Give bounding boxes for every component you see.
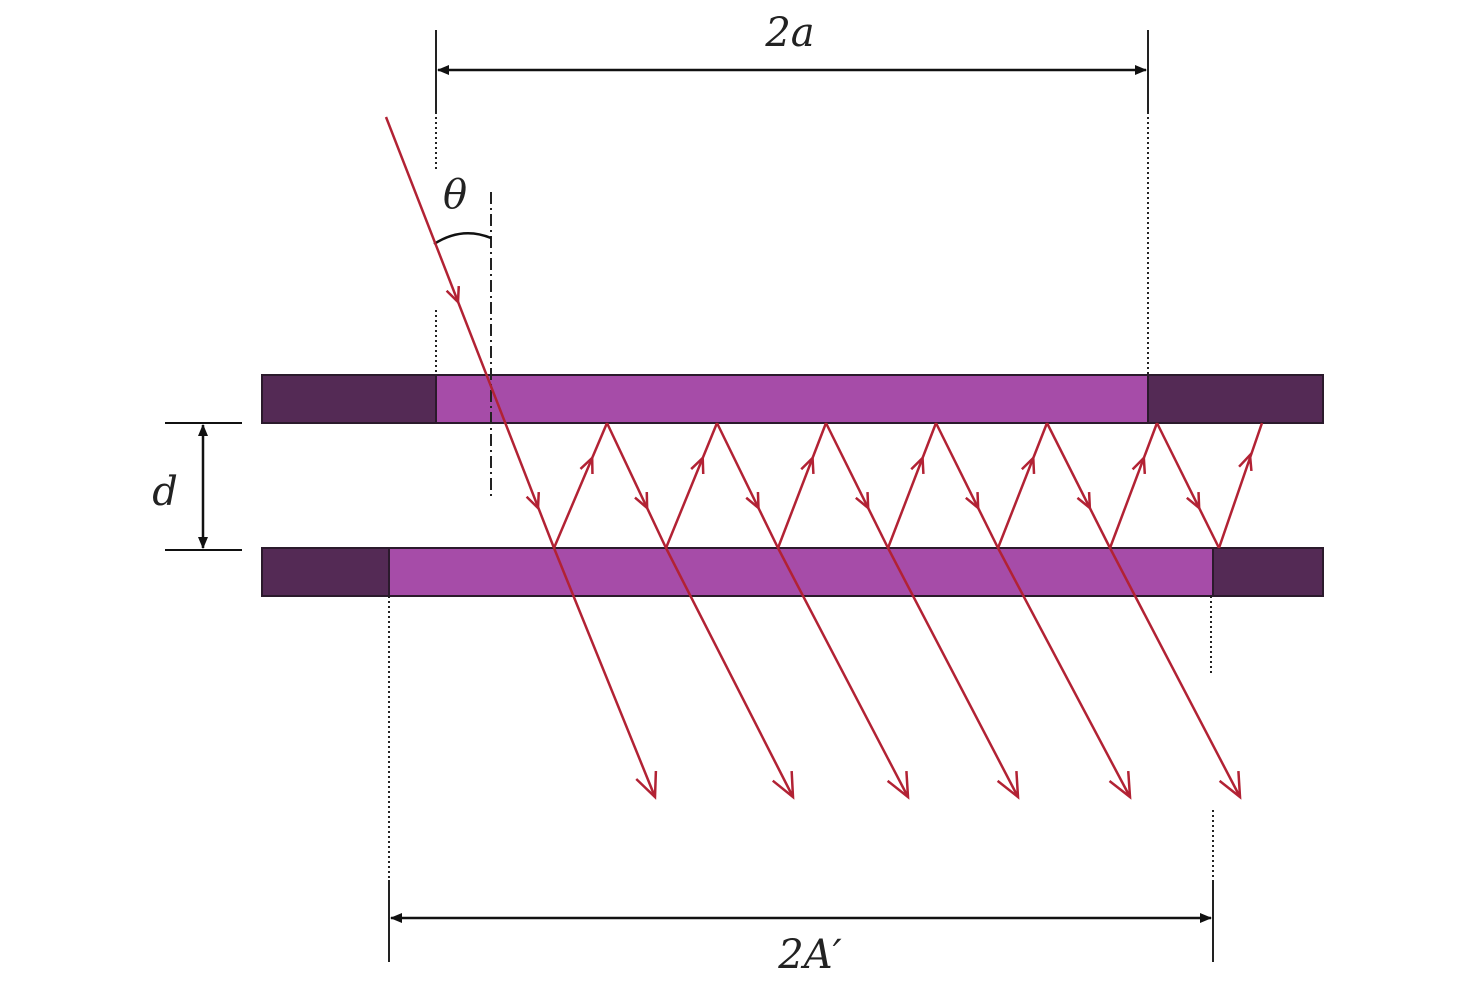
transmitted-ray-arrowhead-1 (635, 770, 658, 800)
bottom-width-label: 2A′ (777, 932, 841, 978)
transmitted-ray-1 (552, 547, 657, 798)
incident-ray (384, 116, 556, 549)
gap-dimension (165, 422, 242, 551)
bottom-plate-aperture (388, 547, 1214, 597)
top-width-label: 2a (764, 10, 814, 56)
down-ray-1 (605, 422, 668, 549)
up-ray-final-arrowhead (1238, 452, 1253, 472)
ray-paths (384, 116, 1264, 800)
bottom-guides (388, 596, 1214, 962)
up-ray-1 (552, 422, 609, 549)
bottom-plate (261, 547, 1324, 597)
top-plate (261, 374, 1324, 424)
first-down-arrowhead (525, 491, 541, 511)
down-ray-6 (1155, 422, 1221, 549)
up-ray-arrowhead-6 (1131, 455, 1147, 475)
down-ray-arrowhead-6 (1186, 491, 1201, 511)
down-ray-4 (934, 422, 1000, 549)
bottom-plate-right-end (1212, 547, 1324, 597)
up-ray-arrowhead-3 (800, 455, 815, 475)
down-ray-2 (715, 422, 780, 549)
top-guides (435, 30, 1149, 375)
up-ray-arrowhead-4 (910, 455, 925, 475)
up-ray-final (1217, 422, 1264, 549)
down-ray-5 (1045, 422, 1112, 549)
transmitted-ray-arrowhead-5 (1108, 770, 1132, 800)
up-ray-5 (996, 422, 1049, 549)
bottom-plate-left-end (261, 547, 390, 597)
transmitted-ray-6 (1108, 547, 1242, 798)
angle-arc (433, 231, 492, 246)
down-ray-arrowhead-1 (634, 491, 649, 511)
top-plate-aperture (435, 374, 1149, 424)
incident-ray-arrowhead (445, 285, 461, 305)
down-ray-arrowhead-2 (745, 491, 760, 511)
down-ray-arrowhead-5 (1076, 491, 1092, 511)
top-plate-left-end (261, 374, 437, 424)
transmitted-ray-arrowhead-6 (1218, 770, 1242, 800)
down-ray-3 (824, 422, 890, 549)
up-ray-arrowhead-1 (579, 455, 594, 475)
up-ray-4 (886, 422, 938, 549)
transmitted-ray-5 (996, 547, 1132, 798)
down-ray-arrowhead-3 (855, 491, 870, 511)
transmitted-ray-2 (664, 547, 795, 798)
transmitted-ray-arrowhead-4 (996, 770, 1020, 800)
angle-label: θ (443, 172, 467, 218)
up-ray-arrowhead-2 (690, 455, 705, 475)
transmitted-ray-arrowhead-3 (886, 770, 910, 800)
up-ray-2 (664, 422, 719, 549)
transmitted-ray-3 (776, 547, 910, 798)
top-plate-right-end (1147, 374, 1324, 424)
transmitted-ray-4 (886, 547, 1020, 798)
up-ray-6 (1108, 422, 1159, 549)
transmitted-ray-arrowhead-2 (771, 770, 795, 800)
up-ray-3 (776, 422, 828, 549)
down-ray-arrowhead-4 (965, 491, 980, 511)
up-ray-arrowhead-5 (1020, 455, 1036, 475)
gap-label: d (152, 469, 178, 515)
